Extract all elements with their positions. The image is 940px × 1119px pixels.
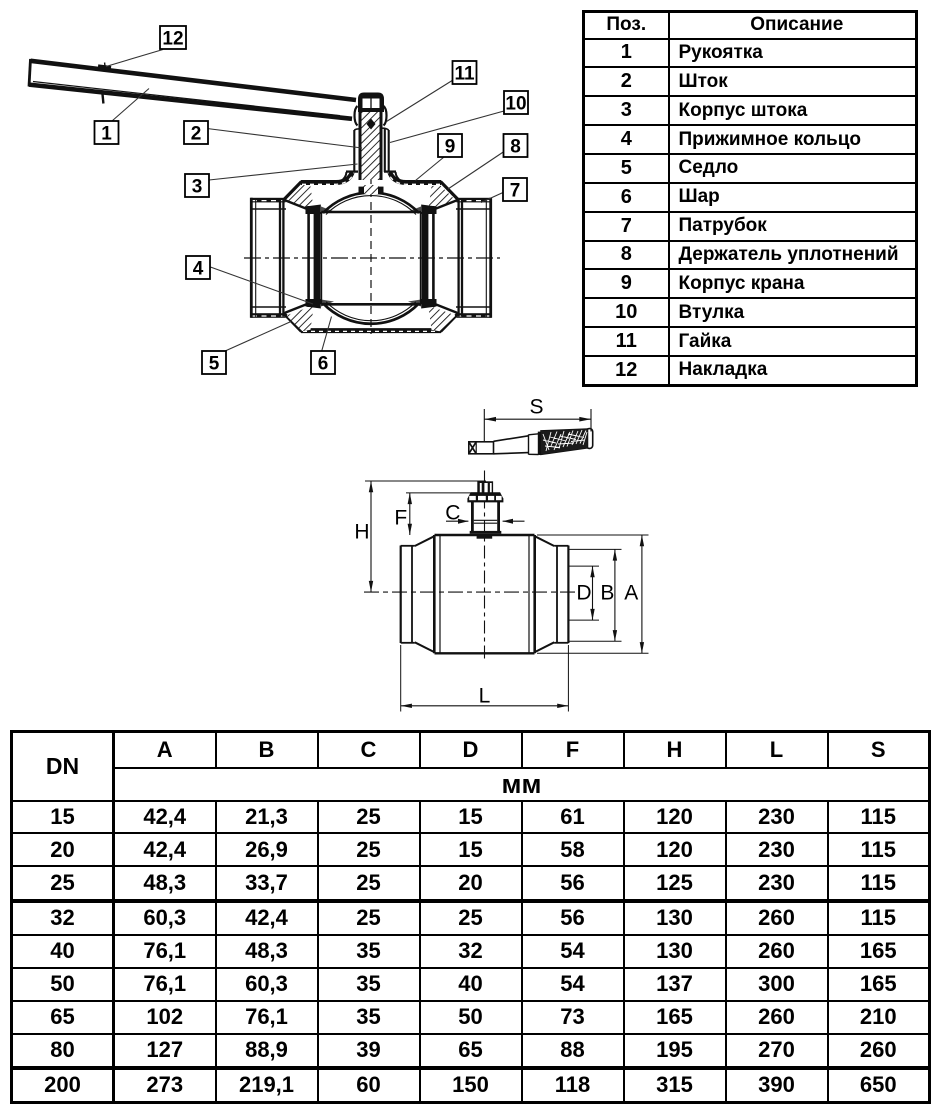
- svg-text:4: 4: [193, 259, 204, 280]
- svg-text:B: B: [600, 582, 614, 605]
- svg-text:2: 2: [191, 124, 202, 145]
- svg-text:A: A: [624, 582, 638, 605]
- svg-text:12: 12: [162, 29, 183, 50]
- svg-text:1: 1: [101, 124, 112, 145]
- svg-text:11: 11: [454, 64, 475, 85]
- svg-text:3: 3: [192, 177, 203, 198]
- svg-text:D: D: [576, 582, 591, 605]
- svg-text:F: F: [394, 507, 407, 530]
- svg-text:6: 6: [318, 354, 329, 375]
- svg-text:C: C: [445, 501, 460, 524]
- svg-text:9: 9: [445, 137, 456, 158]
- svg-text:L: L: [479, 685, 491, 708]
- svg-text:8: 8: [510, 137, 521, 158]
- svg-text:5: 5: [209, 354, 220, 375]
- svg-text:7: 7: [510, 181, 521, 202]
- svg-text:10: 10: [505, 94, 526, 115]
- svg-text:H: H: [354, 521, 369, 544]
- svg-text:S: S: [529, 396, 543, 419]
